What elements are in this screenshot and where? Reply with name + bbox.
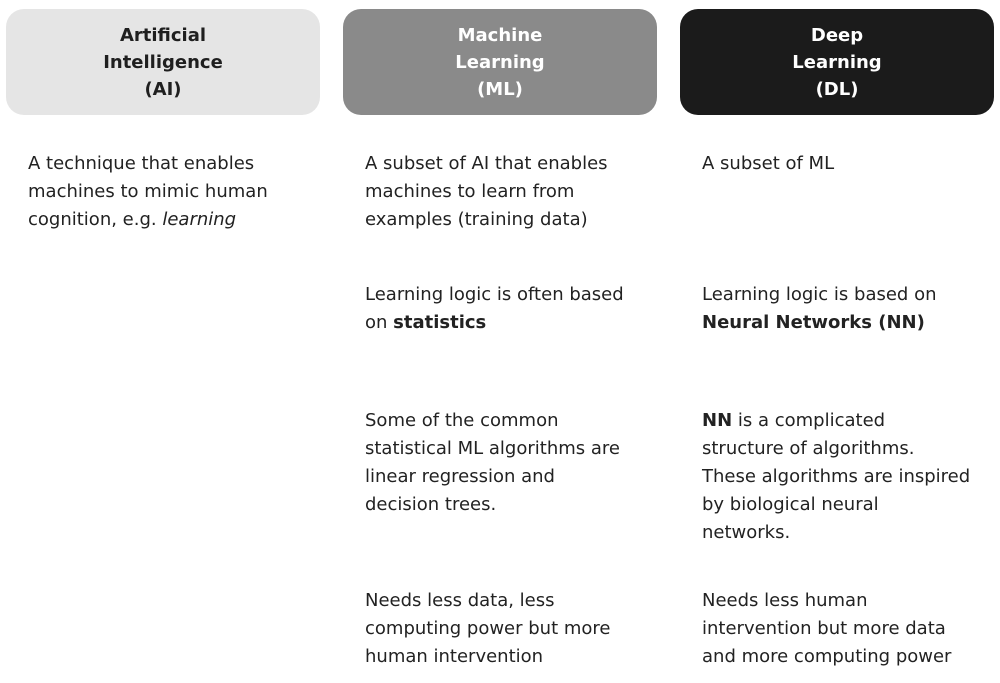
header-ml-line-3: (ML) — [477, 78, 523, 100]
header-ai: Artificial Intelligence (AI) — [6, 9, 320, 115]
ai-definition-line-3: cognition, e.g. learning — [28, 206, 268, 234]
ml-logic-line-1: Learning logic is often based — [365, 284, 624, 305]
dl-nn-line-5: networks. — [702, 522, 791, 543]
dl-definition: A subset of ML — [702, 150, 834, 178]
ml-logic: Learning logic is often based on statist… — [365, 281, 624, 337]
header-dl-line-1: Deep — [810, 24, 864, 46]
ml-algorithms-line-2: statistical ML algorithms are — [365, 438, 620, 459]
dl-needs: Needs less human intervention but more d… — [702, 587, 951, 671]
ml-needs-line-3: human intervention — [365, 646, 544, 667]
ai-definition: A technique that enables machines to mim… — [28, 150, 268, 234]
ml-algorithms-line-3: linear regression and — [365, 466, 555, 487]
ml-definition-line-2: machines to learn from — [365, 181, 575, 202]
dl-needs-line-2: intervention but more data — [702, 618, 946, 639]
header-ai-line-2: Intelligence — [103, 51, 223, 73]
header-ai-line-1: Artificial — [119, 24, 207, 46]
dl-nn-line-3: These algorithms are inspired — [702, 466, 971, 487]
ml-algorithms: Some of the common statistical ML algori… — [365, 407, 620, 519]
dl-nn-line-1-rest: is a complicated — [732, 410, 886, 431]
dl-nn-line-2: structure of algorithms. — [702, 438, 915, 459]
ai-definition-line-2: machines to mimic human — [28, 181, 268, 202]
header-ml-line-1: Machine — [457, 24, 543, 46]
header-ai-line-3: (AI) — [144, 78, 182, 100]
header-ml: Machine Learning (ML) — [343, 9, 657, 115]
ml-definition-line-1: A subset of AI that enables — [365, 153, 608, 174]
header-ml-line-2: Learning — [455, 51, 545, 73]
ml-needs-line-2: computing power but more — [365, 618, 611, 639]
dl-logic-emphasis: Neural Networks (NN) — [702, 312, 925, 333]
dl-logic-line-2: Neural Networks (NN) — [702, 309, 937, 337]
dl-logic-line-1: Learning logic is based on — [702, 284, 937, 305]
ml-needs-line-1: Needs less data, less — [365, 590, 555, 611]
dl-nn-line-1: NN is a complicated — [702, 407, 970, 435]
ai-definition-emphasis: learning — [162, 209, 237, 230]
ml-logic-line-2: on statistics — [365, 309, 624, 337]
dl-nn-line-4: by biological neural — [702, 494, 879, 515]
ml-algorithms-line-1: Some of the common — [365, 410, 559, 431]
ml-definition: A subset of AI that enables machines to … — [365, 150, 608, 234]
ml-needs: Needs less data, less computing power bu… — [365, 587, 611, 671]
ml-algorithms-line-4: decision trees. — [365, 494, 497, 515]
header-dl-line-2: Learning — [792, 51, 882, 73]
header-dl: Deep Learning (DL) — [680, 9, 994, 115]
dl-nn-emphasis: NN — [702, 410, 733, 431]
dl-needs-line-1: Needs less human — [702, 590, 868, 611]
header-dl-line-3: (DL) — [815, 78, 859, 100]
dl-logic: Learning logic is based on Neural Networ… — [702, 281, 937, 337]
ml-logic-emphasis: statistics — [393, 312, 487, 333]
ai-definition-line-3-prefix: cognition, e.g. — [28, 209, 163, 230]
dl-needs-line-3: and more computing power — [702, 646, 952, 667]
ml-definition-line-3: examples (training data) — [365, 209, 588, 230]
dl-definition-line-1: A subset of ML — [702, 153, 835, 174]
dl-nn-description: NN is a complicated structure of algorit… — [702, 407, 970, 547]
ml-logic-line-2-prefix: on — [365, 312, 394, 333]
ai-definition-line-1: A technique that enables — [28, 153, 255, 174]
